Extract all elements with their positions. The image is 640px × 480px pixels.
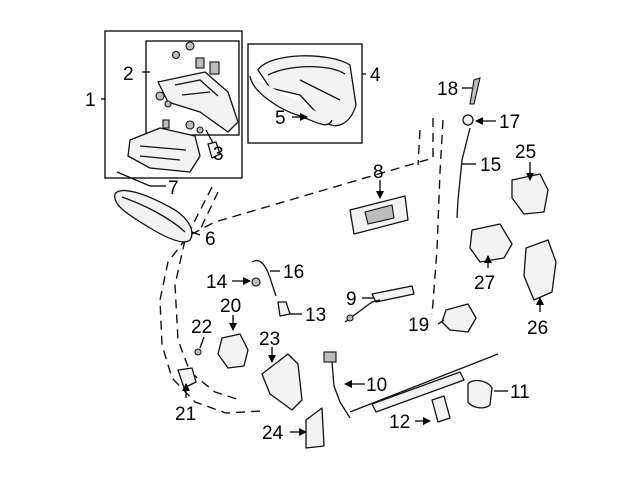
callout-5: 5 <box>275 108 286 129</box>
callout-1: 1 <box>85 90 96 111</box>
plate-part <box>305 407 325 449</box>
callout-16: 16 <box>283 262 304 283</box>
clip-part <box>251 277 261 287</box>
inner-handle-part <box>155 41 239 133</box>
callout-12: 12 <box>389 412 410 433</box>
callout-23: 23 <box>259 329 280 350</box>
callout-4: 4 <box>370 65 381 86</box>
callout-3: 3 <box>213 144 224 165</box>
reinforcement-part <box>261 353 303 411</box>
callout-22: 22 <box>191 317 212 338</box>
cap-part <box>462 114 474 126</box>
seal-part <box>469 223 513 263</box>
callout-14: 14 <box>206 272 228 293</box>
door-outline <box>159 118 444 414</box>
callout-20: 20 <box>220 296 241 317</box>
callout-labels: 1 2 3 4 5 6 7 8 9 10 11 12 13 14 15 16 1… <box>85 64 548 444</box>
striker-part <box>511 173 549 215</box>
callout-26: 26 <box>527 318 548 339</box>
pin-part <box>469 77 481 105</box>
callout-25: 25 <box>515 142 536 163</box>
door-grip-part <box>249 55 357 127</box>
callout-2: 2 <box>123 64 134 85</box>
release-cable-part <box>323 351 499 419</box>
grommet-part <box>277 301 291 317</box>
callout-24: 24 <box>262 423 284 444</box>
weatherstrip-rod-part <box>456 127 471 219</box>
outer-handle-part <box>127 119 221 173</box>
latch-part <box>523 239 557 301</box>
handle-assembly-box <box>104 30 243 179</box>
callout-21: 21 <box>175 404 196 425</box>
callout-19: 19 <box>408 315 429 336</box>
callout-18: 18 <box>437 79 458 100</box>
callout-17: 17 <box>499 112 520 133</box>
screw-part <box>194 348 202 356</box>
lock-cylinder-part <box>441 303 477 333</box>
lock-rod-part <box>344 285 415 323</box>
actuator-part <box>217 333 249 369</box>
interior-handle-part <box>349 195 409 235</box>
callout-10: 10 <box>366 375 387 396</box>
armrest-part <box>114 189 193 243</box>
callout-27: 27 <box>474 273 495 294</box>
callout-8: 8 <box>373 162 384 183</box>
callout-13: 13 <box>305 305 326 326</box>
lock-clip-part <box>467 379 493 409</box>
callout-11: 11 <box>510 382 530 403</box>
cable-hose-part <box>251 260 277 297</box>
callout-9: 9 <box>346 289 357 310</box>
bracket-part <box>177 367 197 389</box>
trim-strip-part <box>116 171 151 187</box>
callout-6: 6 <box>205 229 216 250</box>
grip-assembly-box <box>247 43 363 144</box>
callout-7: 7 <box>168 178 179 199</box>
leader-lines <box>101 71 544 436</box>
bumper-part <box>431 395 451 423</box>
callout-15: 15 <box>480 155 501 176</box>
